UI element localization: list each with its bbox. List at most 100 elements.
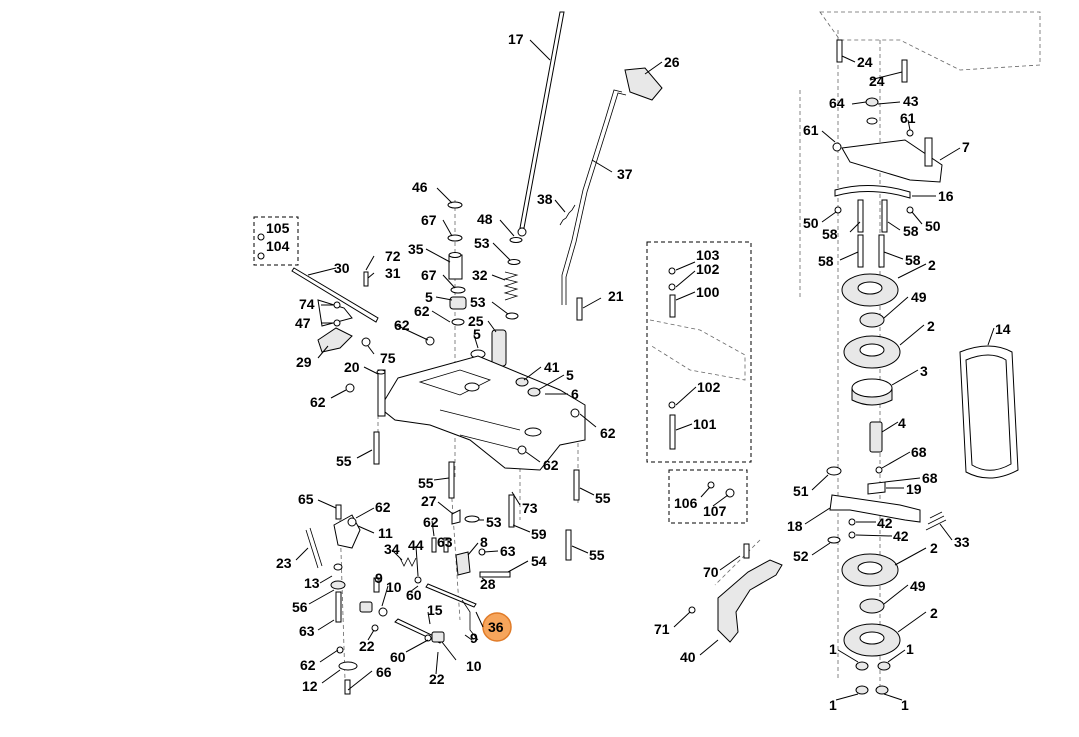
label-68: 68 [911, 444, 927, 460]
control-lever-rod [517, 11, 565, 237]
label-2: 2 [930, 540, 938, 556]
label-9: 9 [470, 630, 478, 646]
label-38: 38 [537, 191, 553, 207]
label-5: 5 [425, 289, 433, 305]
label-34: 34 [384, 541, 400, 557]
label-107: 107 [703, 503, 727, 519]
label-55: 55 [595, 490, 611, 506]
label-10: 10 [386, 579, 402, 595]
label-15: 15 [427, 602, 443, 618]
label-2: 2 [930, 605, 938, 621]
label-23: 23 [276, 555, 292, 571]
label-63: 63 [437, 534, 453, 550]
label-16: 16 [938, 188, 954, 204]
label-42: 42 [877, 515, 893, 531]
label-3: 3 [920, 363, 928, 379]
label-26: 26 [664, 54, 680, 70]
label-58: 58 [822, 226, 838, 242]
label-42: 42 [893, 528, 909, 544]
label-71: 71 [654, 621, 670, 637]
label-36: 36 [488, 619, 504, 635]
bolt-20 [376, 369, 386, 417]
small-fittings [359, 509, 511, 643]
label-35: 35 [408, 241, 424, 257]
label-21: 21 [608, 288, 624, 304]
label-105: 105 [266, 220, 290, 236]
guard-16 [834, 184, 914, 214]
label-50: 50 [925, 218, 941, 234]
callout-labels: 17 26 37 38 46 48 67 53 35 32 67 53 5 62… [266, 31, 1011, 713]
label-75: 75 [380, 350, 396, 366]
label-59: 59 [531, 526, 547, 542]
label-102: 102 [696, 261, 720, 277]
label-22: 22 [359, 638, 375, 654]
label-73: 73 [522, 500, 538, 516]
label-44: 44 [408, 537, 424, 553]
label-101: 101 [693, 416, 717, 432]
label-2: 2 [927, 318, 935, 334]
label-67: 67 [421, 212, 437, 228]
label-5: 5 [473, 326, 481, 342]
label-58: 58 [903, 223, 919, 239]
pedal-pad [624, 67, 663, 101]
washers-62 [345, 336, 580, 455]
label-22: 22 [429, 671, 445, 687]
top-frame [819, 11, 1041, 83]
label-24: 24 [869, 73, 885, 89]
label-47: 47 [295, 315, 311, 331]
label-30: 30 [334, 260, 350, 276]
label-1: 1 [901, 697, 909, 713]
label-74: 74 [299, 296, 315, 312]
label-41: 41 [544, 359, 560, 375]
box-103-101 [646, 241, 752, 463]
label-19: 19 [906, 481, 922, 497]
label-20: 20 [344, 359, 360, 375]
label-72: 72 [385, 248, 401, 264]
box-106-107 [668, 469, 748, 524]
label-11: 11 [378, 525, 393, 541]
label-103: 103 [696, 247, 720, 263]
label-62: 62 [423, 514, 439, 530]
label-46: 46 [412, 179, 428, 195]
label-102: 102 [697, 379, 721, 395]
label-1: 1 [829, 641, 837, 657]
label-32: 32 [472, 267, 488, 283]
label-61: 61 [803, 122, 819, 138]
label-62: 62 [600, 425, 616, 441]
lower-bracket-18 [826, 466, 947, 544]
label-13: 13 [304, 575, 320, 591]
bolts-55 [373, 431, 580, 561]
label-31: 31 [385, 265, 401, 281]
small-parts-105-104 [257, 233, 265, 260]
main-plate-6 [379, 355, 586, 471]
label-43: 43 [903, 93, 919, 109]
label-27: 27 [421, 493, 437, 509]
belt-14 [959, 345, 1019, 479]
label-10: 10 [466, 658, 482, 674]
lower-left-assembly [305, 504, 361, 695]
label-53: 53 [474, 235, 490, 251]
label-18: 18 [787, 518, 803, 534]
label-51: 51 [793, 483, 809, 499]
label-4: 4 [898, 415, 906, 431]
label-63: 63 [500, 543, 516, 559]
label-62: 62 [310, 394, 326, 410]
label-56: 56 [292, 599, 308, 615]
label-55: 55 [336, 453, 352, 469]
pins-72-75 [333, 271, 371, 347]
spring-32 [503, 271, 519, 320]
label-14: 14 [995, 321, 1011, 337]
label-9: 9 [375, 570, 383, 586]
label-104: 104 [266, 238, 290, 254]
box-middle-parts [649, 267, 746, 498]
label-100: 100 [696, 284, 720, 300]
label-68: 68 [922, 470, 938, 486]
label-6: 6 [571, 386, 579, 402]
label-61: 61 [900, 110, 916, 126]
upper-bracket-7 [832, 97, 943, 183]
label-54: 54 [531, 553, 547, 569]
label-62: 62 [300, 657, 316, 673]
label-64: 64 [829, 95, 845, 111]
label-62: 62 [414, 303, 430, 319]
